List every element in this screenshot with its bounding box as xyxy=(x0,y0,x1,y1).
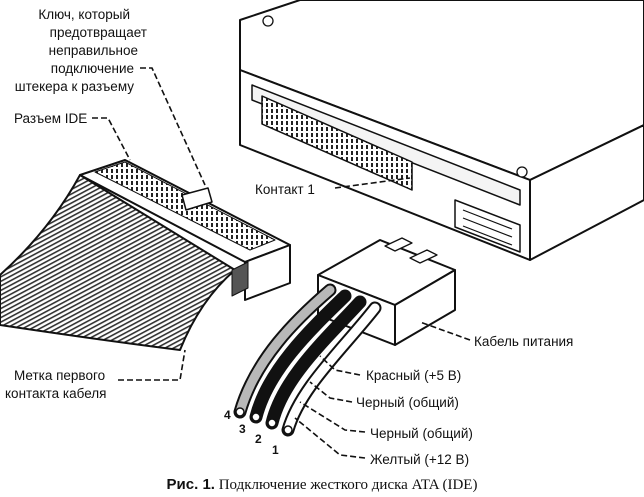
ribbon-cable-body xyxy=(0,174,236,351)
label-pin1-mark-line2: контакта кабеля xyxy=(5,386,107,401)
wire-number-2: 2 xyxy=(255,432,262,446)
wire-1-fill xyxy=(283,303,380,435)
label-key-line1: Ключ, который xyxy=(38,7,130,22)
power-wires xyxy=(233,283,382,437)
power-plug-slot-1 xyxy=(384,237,413,252)
drive-screw-2 xyxy=(516,166,528,178)
leader-power-cable xyxy=(419,321,471,341)
figure-caption: Рис. 1. Подключение жесткого диска ATA (… xyxy=(0,476,644,494)
label-key-line3: неправильное xyxy=(48,43,138,58)
label-wire-black-2: Черный (общий) xyxy=(370,426,473,441)
label-wire-red: Красный (+5 В) xyxy=(366,368,462,383)
wire-4-fill xyxy=(235,285,335,417)
power-plug-slot-2 xyxy=(409,249,438,264)
label-key-line4: подключение xyxy=(50,61,134,76)
leader-ide xyxy=(92,117,131,161)
leader-red xyxy=(319,355,361,376)
power-connector xyxy=(317,237,456,346)
wire-2 xyxy=(265,295,367,430)
hard-drive xyxy=(239,0,644,261)
label-wire-yellow: Желтый (+12 В) xyxy=(370,452,470,467)
caption-text: Подключение жесткого диска ATA (IDE) xyxy=(218,477,478,493)
leader-pin1-mark xyxy=(118,349,186,381)
label-key-line2: предотвращает xyxy=(49,25,147,40)
drive-screw-1 xyxy=(262,15,274,27)
wire-3 xyxy=(249,289,352,424)
ide-plug-key xyxy=(181,187,213,211)
drive-slot xyxy=(251,84,521,206)
label-contact-1: Контакт 1 xyxy=(255,182,315,197)
leader-key xyxy=(140,67,206,186)
wire-number-4: 4 xyxy=(224,408,231,422)
label-power-cable: Кабель питания xyxy=(474,334,574,349)
wire-number-1: 1 xyxy=(272,443,279,457)
ide-plug-end-detail xyxy=(231,261,249,297)
leader-lines xyxy=(92,67,471,459)
leader-contact1 xyxy=(334,177,411,189)
wire-number-3: 3 xyxy=(239,422,246,436)
leader-black2 xyxy=(299,401,366,433)
wire-ends xyxy=(235,407,293,435)
ide-ribbon-cable xyxy=(0,159,291,351)
leader-black1 xyxy=(309,381,353,403)
label-pin1-mark-line1: Метка первого xyxy=(14,368,106,383)
label-key-line5: штекера к разъему xyxy=(14,79,134,94)
caption-prefix: Рис. 1. xyxy=(166,476,215,493)
leader-yellow xyxy=(294,417,366,459)
drive-ide-socket xyxy=(261,95,413,191)
label-wire-black-1: Черный (общий) xyxy=(356,395,459,410)
drive-power-pins xyxy=(462,209,513,246)
label-ide-connector: Разъем IDE xyxy=(14,111,88,126)
drive-side xyxy=(529,124,644,261)
